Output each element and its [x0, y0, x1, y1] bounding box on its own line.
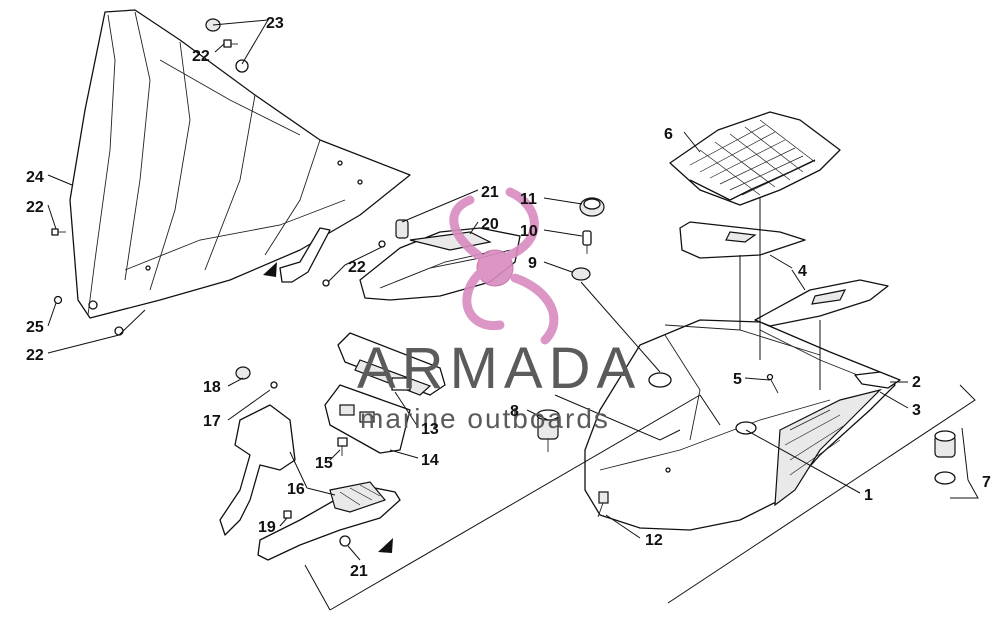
callout-15: 15 — [315, 455, 333, 472]
callout-17: 17 — [203, 413, 221, 430]
callout-25: 25 — [26, 319, 44, 336]
leader-lines — [47, 19, 979, 561]
callout-24: 24 — [26, 169, 44, 186]
nut-18 — [235, 366, 251, 380]
direction-arrow-top — [263, 262, 277, 277]
ignition-cap-11 — [579, 197, 605, 217]
nut-9 — [571, 267, 591, 281]
watermark-brand: ARMADA — [357, 336, 641, 401]
front-hood-part — [584, 319, 896, 531]
washer-22-bottom — [114, 326, 124, 336]
callout-10: 10 — [520, 223, 538, 240]
callout-22-left: 22 — [26, 199, 44, 216]
callout-4: 4 — [798, 263, 807, 280]
callout-22-mid: 22 — [348, 259, 366, 276]
callout-5: 5 — [733, 371, 742, 388]
nut-21-bottom — [339, 535, 351, 547]
windshield-clip-part — [279, 227, 331, 283]
callout-numbers: 23 22 24 22 25 22 22 21 20 11 10 9 6 4 5… — [26, 15, 991, 580]
callout-7: 7 — [982, 474, 991, 491]
fastener-12 — [597, 491, 609, 518]
watermark-tagline: marine outboards — [360, 403, 610, 434]
key-10 — [582, 230, 592, 254]
screw-19 — [283, 510, 292, 519]
callout-21-bottom: 21 — [350, 563, 368, 580]
gauge-module-part — [337, 332, 446, 396]
screw-15 — [337, 437, 348, 456]
fuel-cap-part — [934, 430, 956, 485]
screw-5 — [766, 373, 779, 394]
callout-9: 9 — [528, 255, 537, 272]
callout-23: 23 — [266, 15, 284, 32]
mesh-panel-lower — [754, 279, 889, 327]
mesh-panel-upper — [679, 221, 806, 259]
callout-3: 3 — [912, 402, 921, 419]
storage-tray-part — [669, 111, 841, 206]
callout-22-top: 22 — [192, 48, 210, 65]
callout-20: 20 — [481, 216, 499, 233]
callout-11: 11 — [520, 191, 537, 208]
callout-14: 14 — [421, 452, 439, 469]
mounting-bracket-part — [219, 404, 401, 561]
grommet-21-top — [395, 219, 409, 239]
callout-19: 19 — [258, 519, 276, 536]
armada-logo-icon — [449, 187, 559, 345]
nut-25 — [53, 295, 63, 305]
callout-16: 16 — [287, 481, 305, 498]
callout-18: 18 — [203, 379, 221, 396]
direction-arrow-bottom — [378, 538, 393, 553]
screw-22-mid — [322, 240, 386, 287]
screw-22-top — [223, 39, 238, 48]
callout-6: 6 — [664, 126, 673, 143]
windshield-part — [69, 9, 411, 319]
callout-2: 2 — [912, 374, 921, 391]
callout-13: 13 — [421, 421, 439, 438]
gauge-bracket-part — [324, 384, 411, 454]
hood-bumper-part — [854, 371, 901, 389]
callout-21-top: 21 — [481, 184, 499, 201]
callout-12: 12 — [645, 532, 663, 549]
washer-17 — [270, 381, 278, 389]
callout-8: 8 — [510, 403, 519, 420]
callout-1: 1 — [864, 487, 873, 504]
callout-22-bottom: 22 — [26, 347, 44, 364]
assembly-frame-lines — [304, 384, 976, 611]
screw-22-left — [51, 228, 66, 236]
